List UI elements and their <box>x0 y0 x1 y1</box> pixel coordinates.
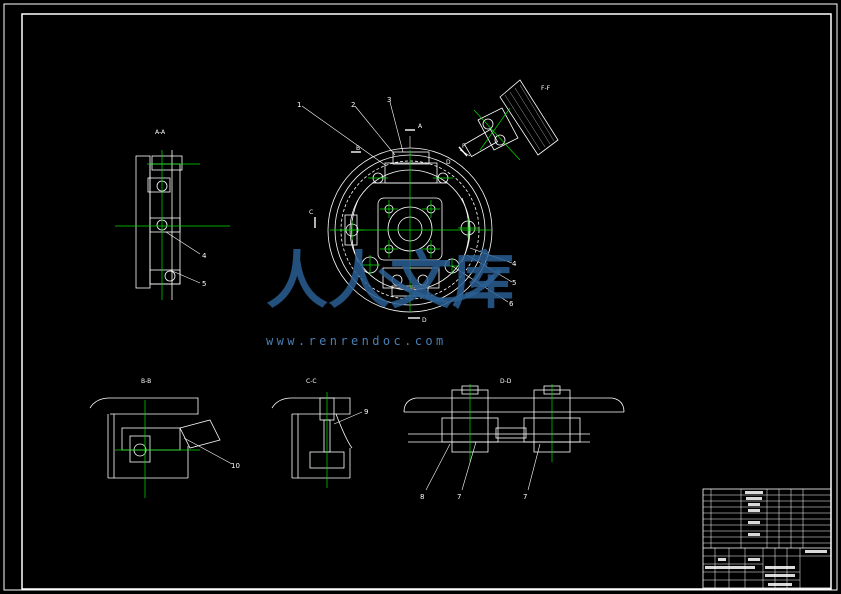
title-ff: F-F <box>541 85 551 92</box>
callout-5-side: 5 <box>202 280 206 288</box>
section-aa-view <box>135 150 183 300</box>
section-marker-letters: A B C D F D <box>309 123 466 324</box>
watermark: 人人文库 www.renrendoc.com <box>266 244 514 348</box>
callout-9: 9 <box>364 408 368 416</box>
marker-d-bottom: D <box>422 317 427 324</box>
callout-6-main: 6 <box>509 300 514 308</box>
main-view-centerlines <box>330 150 492 312</box>
marker-a: A <box>418 123 423 130</box>
watermark-swoosh <box>378 268 502 303</box>
marker-f: F <box>462 143 466 150</box>
callout-numbers: 1 2 3 4 5 6 4 5 10 9 8 7 7 <box>202 96 527 501</box>
callout-8: 8 <box>420 493 424 501</box>
section-cc-view <box>271 397 353 479</box>
marker-b: B <box>356 145 360 152</box>
section-bb-centerlines <box>115 400 200 498</box>
section-cut-marks <box>314 129 468 319</box>
callout-7b: 7 <box>523 493 527 501</box>
section-aa-centerlines <box>115 150 230 300</box>
section-aa-leaders <box>165 231 201 284</box>
callout-3: 3 <box>387 96 391 104</box>
main-view-leaders <box>301 101 513 303</box>
section-bb-view <box>89 397 221 479</box>
callout-5-main: 5 <box>512 279 516 287</box>
section-cc-leader <box>333 411 363 425</box>
section-bb-leader <box>183 437 233 465</box>
callout-4-side: 4 <box>202 252 207 260</box>
title-block-marks <box>705 491 827 586</box>
watermark-url: www.renrendoc.com <box>266 334 447 348</box>
title-block <box>702 488 832 589</box>
section-dd-centerlines <box>469 384 553 462</box>
title-cc: C-C <box>306 378 317 385</box>
title-dd: D-D <box>500 378 512 385</box>
title-aa: A-A <box>155 129 166 136</box>
section-dd-leaders <box>425 441 541 491</box>
marker-d-top: D <box>446 159 451 166</box>
title-bb: B-B <box>141 378 151 385</box>
section-ff-view <box>463 79 559 158</box>
inner-frame <box>21 13 832 590</box>
section-dd-view <box>403 385 625 453</box>
outer-frame <box>3 3 838 591</box>
callout-1: 1 <box>297 101 301 109</box>
callout-7a: 7 <box>457 493 461 501</box>
section-ff-centerlines <box>473 107 521 161</box>
view-titles: A-A F-F B-B C-C D-D <box>141 85 551 385</box>
callout-2: 2 <box>351 101 355 109</box>
callout-4-main: 4 <box>512 260 517 268</box>
callout-10: 10 <box>231 462 240 470</box>
marker-c: C <box>309 209 313 216</box>
